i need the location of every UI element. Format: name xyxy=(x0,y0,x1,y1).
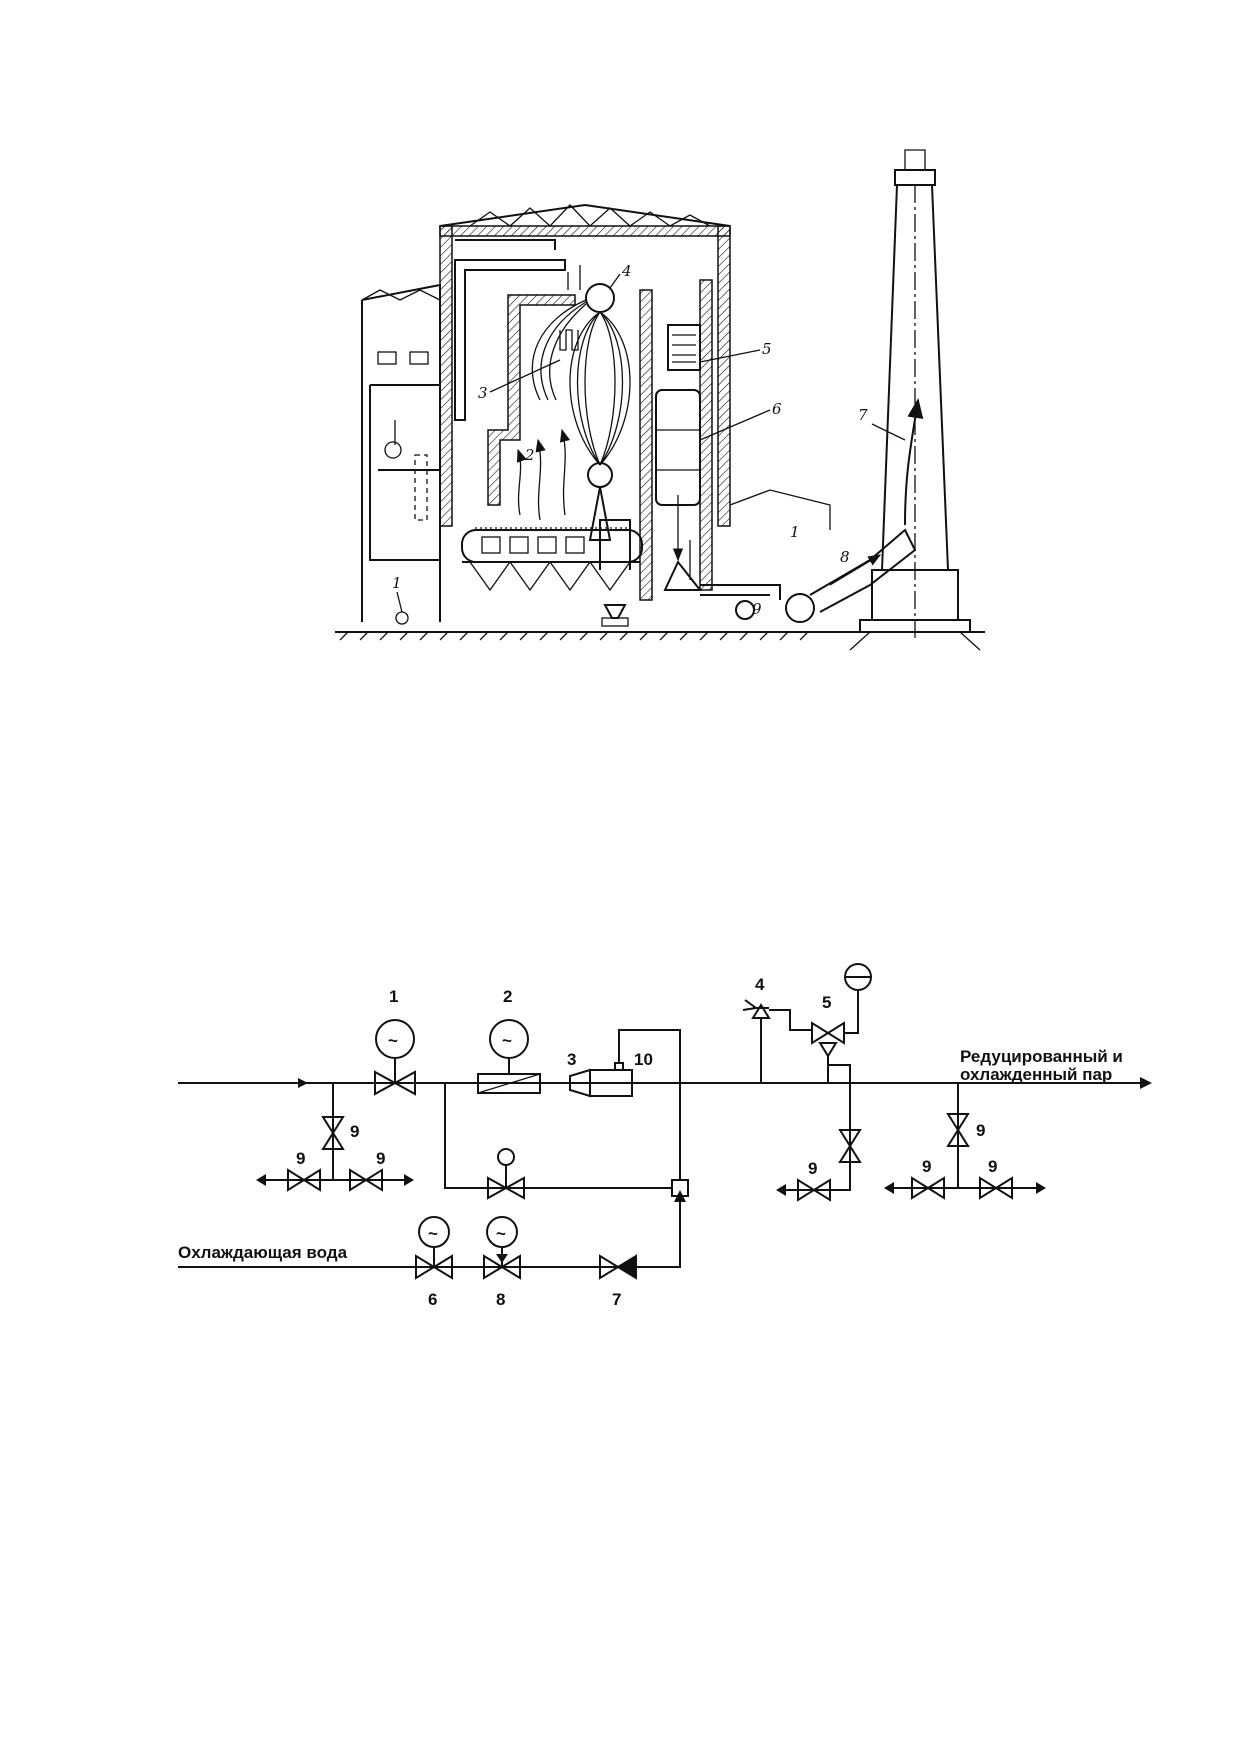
callout-7: 7 xyxy=(858,406,868,424)
boiler-plant-figure: 1 2 3 4 5 6 7 8 9 1 xyxy=(335,149,985,651)
label-9: 9 xyxy=(376,1149,385,1168)
label-9: 9 xyxy=(988,1157,997,1176)
label-7: 7 xyxy=(612,1290,621,1309)
callout-2: 2 xyxy=(524,446,535,464)
boiler-callouts: 1 2 3 4 5 6 7 8 9 1 xyxy=(392,262,906,625)
label-9: 9 xyxy=(296,1149,305,1168)
steam-out-label-line2: охлажденный пар xyxy=(960,1065,1112,1084)
boiler-drum-tubes xyxy=(531,265,631,541)
drain-valves-right-a: 9 xyxy=(776,1083,862,1202)
bunker-bay xyxy=(361,283,441,622)
actuator-glyph: ~ xyxy=(502,1031,512,1050)
callout-6: 6 xyxy=(772,400,782,418)
label-1: 1 xyxy=(389,987,398,1006)
callout-1b: 1 xyxy=(790,523,800,541)
cooling-water-label: Охлаждающая вода xyxy=(178,1243,348,1262)
callout-4: 4 xyxy=(621,262,632,280)
pressure-reducing-scheme: ~ 1 ~ 2 3 10 xyxy=(178,963,1152,1309)
label-9: 9 xyxy=(976,1121,985,1140)
label-9: 9 xyxy=(922,1157,931,1176)
label-9: 9 xyxy=(808,1159,817,1178)
label-8: 8 xyxy=(496,1290,505,1309)
callout-9: 9 xyxy=(752,600,762,618)
cooling-water-line: Охлаждающая вода ~ 6 ~ 8 7 xyxy=(178,1190,686,1309)
actuator-glyph: ~ xyxy=(388,1031,398,1050)
bypass-line xyxy=(444,1083,689,1200)
callout-1: 1 xyxy=(392,574,402,592)
label-5: 5 xyxy=(822,993,831,1012)
ground xyxy=(335,631,985,641)
callout-8: 8 xyxy=(840,548,850,566)
economizer-air-heater xyxy=(655,324,703,591)
chimney xyxy=(849,149,981,651)
fans-flue xyxy=(700,489,917,623)
desuperheater-3: 3 10 xyxy=(567,1029,681,1098)
actuator-glyph: ~ xyxy=(428,1224,438,1243)
label-3: 3 xyxy=(567,1050,576,1069)
steam-out-label-line1: Редуцированный и xyxy=(960,1047,1123,1066)
label-9: 9 xyxy=(350,1122,359,1141)
boiler-house xyxy=(439,203,731,601)
label-6: 6 xyxy=(428,1290,437,1309)
safety-valves: 4 5 xyxy=(742,963,872,1083)
callout-5: 5 xyxy=(762,340,772,358)
label-4: 4 xyxy=(755,975,765,994)
valve-1: ~ 1 xyxy=(374,987,416,1096)
actuator-glyph: ~ xyxy=(496,1224,506,1243)
drain-valves-left: 9 9 9 xyxy=(256,1083,414,1192)
valve-2: ~ 2 xyxy=(477,987,541,1094)
furnace-grate xyxy=(461,428,643,627)
callout-3: 3 xyxy=(478,384,488,402)
label-2: 2 xyxy=(503,987,512,1006)
drain-valves-right-b: 9 9 9 xyxy=(884,1083,1046,1200)
label-10: 10 xyxy=(634,1050,653,1069)
